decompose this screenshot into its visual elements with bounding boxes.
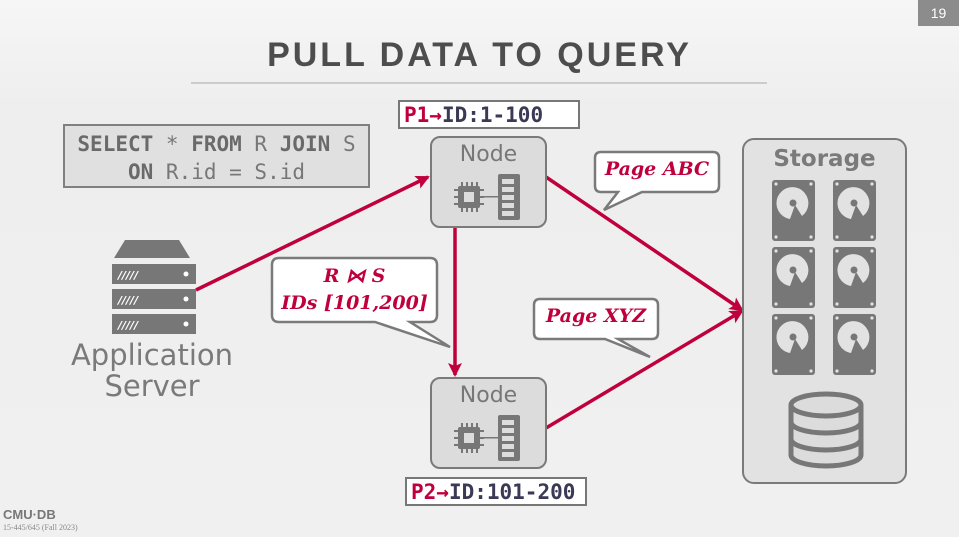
node-1-label: Node	[459, 142, 518, 167]
join-expression: R ⋈ S	[323, 265, 386, 287]
page-abc-label: Page ABC	[604, 158, 710, 180]
sql-line-1: SELECT * FROM R JOIN S	[65, 130, 368, 158]
cmu-db-logo: CMU·DB	[3, 507, 56, 522]
page-number: 19	[918, 0, 959, 26]
hard-disk-icon	[772, 180, 815, 241]
node-2-partition-label: P2→ID:101-200	[405, 477, 587, 506]
arrow-right-icon: →	[429, 103, 442, 127]
cpu-memory-icon	[454, 174, 520, 220]
node-1: Node	[430, 136, 547, 228]
sql-keyword: ON	[127, 160, 154, 184]
join-id-range: IDs [101,200]	[281, 292, 428, 314]
storage-icons	[772, 180, 876, 469]
sql-text: S	[330, 132, 356, 156]
arrow-node2-to-storage	[545, 309, 744, 430]
svg-text://///: /////	[116, 269, 139, 282]
arrow-node1-to-storage	[545, 175, 744, 312]
storage-label: Storage	[773, 146, 876, 172]
node-1-partition-label: P1→ID:1-100	[398, 100, 580, 129]
arrow-app-to-node1	[195, 175, 430, 292]
slide-title: PULL DATA TO QUERY	[267, 36, 692, 74]
app-server-label-line1: Application	[70, 338, 234, 372]
sql-keyword: FROM	[191, 132, 242, 156]
hard-disk-icon	[833, 314, 876, 375]
page-xyz-label: Page XYZ	[545, 305, 647, 327]
server-icon: ///// ///// /////	[112, 240, 196, 334]
sql-query-box: SELECT * FROM R JOIN S ON R.id = S.id	[63, 124, 370, 188]
sql-text: *	[153, 132, 192, 156]
page-abc-bubble	[593, 150, 721, 212]
partition-id: P1	[404, 103, 430, 127]
svg-text://///: /////	[116, 294, 139, 307]
partition-range: ID:101-200	[448, 480, 576, 504]
course-label: 15-445/645 (Fall 2023)	[3, 523, 78, 532]
sql-keyword: JOIN	[279, 132, 331, 156]
join-bubble	[270, 256, 451, 349]
svg-text://///: /////	[116, 319, 139, 332]
sql-text: R	[241, 132, 280, 156]
app-server-label: Application Server	[60, 340, 244, 402]
page-xyz-bubble	[532, 297, 660, 359]
hard-disk-icon	[833, 180, 876, 241]
arrow-right-icon: →	[436, 480, 449, 504]
partition-range: ID:1-100	[441, 103, 544, 127]
hard-disk-icon	[833, 247, 876, 308]
node-2: Node	[430, 377, 547, 469]
database-icon	[788, 391, 864, 469]
app-server-label-line2: Server	[104, 369, 200, 403]
cpu-memory-icon	[454, 415, 520, 461]
hard-disk-icon	[772, 247, 815, 308]
partition-id: P2	[411, 480, 437, 504]
storage-box: Storage	[742, 138, 907, 484]
hard-disk-icon	[772, 314, 815, 375]
sql-keyword: SELECT	[77, 132, 154, 156]
title-divider	[191, 82, 767, 84]
node-2-label: Node	[459, 383, 518, 408]
sql-text: R.id = S.id	[153, 160, 305, 184]
sql-line-2: ON R.id = S.id	[65, 158, 368, 186]
join-bubble-text: R ⋈ S IDs [101,200]	[272, 263, 437, 317]
